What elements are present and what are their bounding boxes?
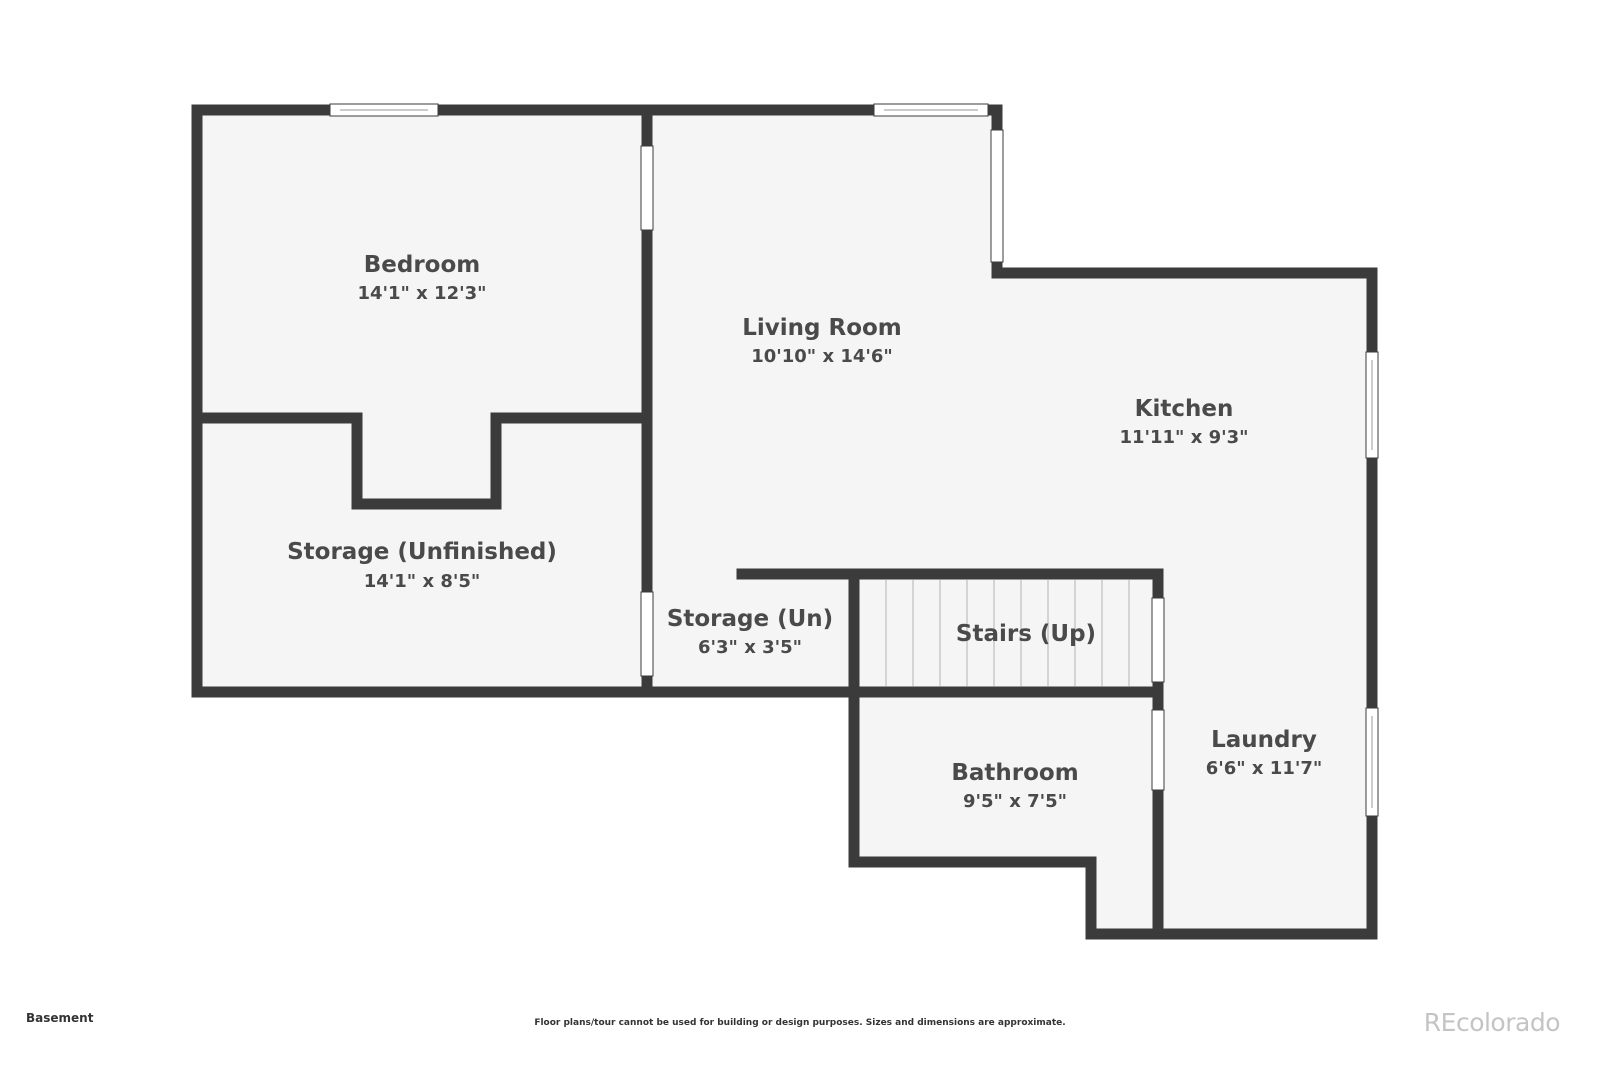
brand-logo: REcolorado [1423, 1008, 1561, 1037]
room-label-bathroom: Bathroom 9'5" x 7'5" [951, 760, 1078, 812]
room-dimensions: 14'1" x 8'5" [364, 571, 481, 592]
room-name: Kitchen [1135, 396, 1234, 422]
window-living-top [873, 103, 989, 117]
room-dimensions: 9'5" x 7'5" [963, 791, 1067, 812]
room-name: Stairs (Up) [956, 621, 1096, 647]
room-label-living-room: Living Room 10'10" x 14'6" [742, 315, 902, 367]
windows [329, 103, 1379, 817]
room-dimensions: 10'10" x 14'6" [751, 346, 893, 367]
room-dimensions: 6'6" x 11'7" [1206, 758, 1323, 779]
room-name: Living Room [742, 315, 902, 341]
room-label-kitchen: Kitchen 11'11" x 9'3" [1119, 396, 1248, 448]
room-dimensions: 11'11" x 9'3" [1119, 427, 1248, 448]
room-label-storage-un: Storage (Un) 6'3" x 3'5" [667, 606, 833, 658]
room-dimensions: 6'3" x 3'5" [698, 637, 802, 658]
window-kitchen-right [1365, 351, 1379, 459]
room-label-stairs: Stairs (Up) [956, 621, 1096, 647]
doorway-bathroom [1151, 709, 1165, 791]
doorway-bedroom [640, 145, 654, 231]
floor-label: Basement [26, 1011, 94, 1025]
room-label-storage-unfinished: Storage (Unfinished) 14'1" x 8'5" [287, 539, 557, 592]
doorway-stairs [1151, 597, 1165, 683]
room-name: Laundry [1211, 727, 1317, 753]
wall-bedroom-storage [191, 412, 653, 510]
room-label-bedroom: Bedroom 14'1" x 12'3" [357, 252, 486, 304]
room-name: Bedroom [364, 252, 481, 278]
window-laundry-right [1365, 707, 1379, 817]
window-living-right [990, 129, 1004, 263]
room-name: Storage (Unfinished) [287, 539, 557, 565]
room-name: Storage (Un) [667, 606, 833, 632]
floor-area [197, 110, 1372, 934]
room-label-laundry: Laundry 6'6" x 11'7" [1206, 727, 1323, 779]
disclaimer-text: Floor plans/tour cannot be used for buil… [534, 1018, 1066, 1028]
room-name: Bathroom [951, 760, 1078, 786]
doorway-storage [640, 591, 654, 677]
window-bedroom-top [329, 103, 439, 117]
room-dimensions: 14'1" x 12'3" [357, 283, 486, 304]
stair-treads [885, 580, 1130, 686]
